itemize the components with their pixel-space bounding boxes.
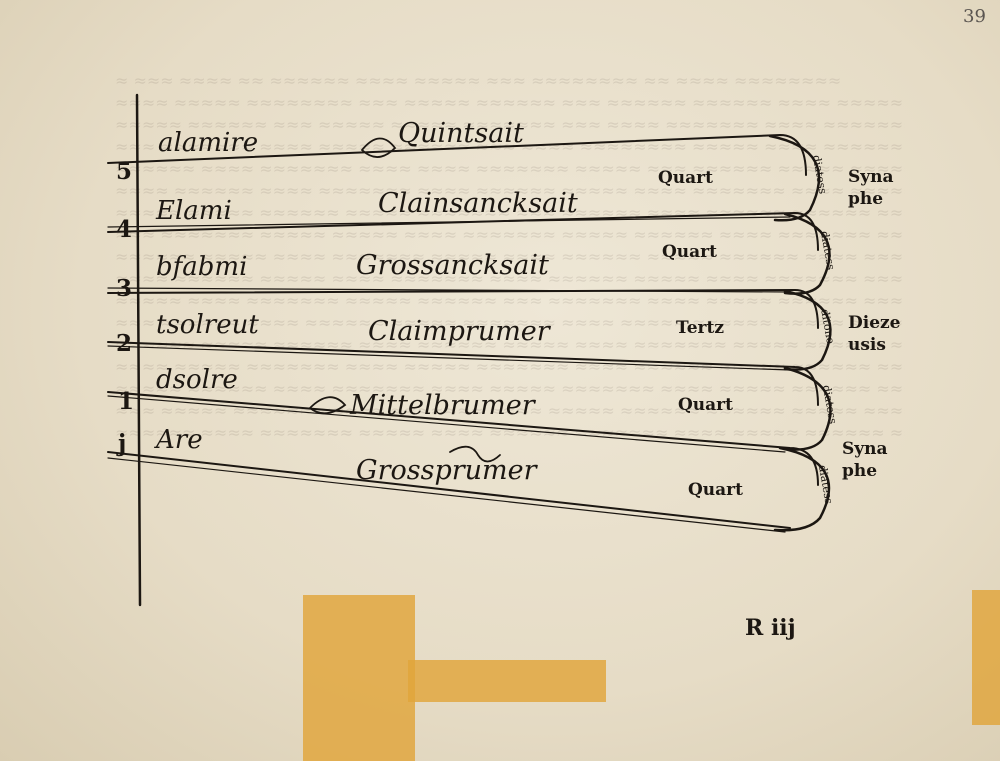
arc-1 bbox=[768, 134, 821, 222]
flourish-quint bbox=[361, 137, 397, 158]
row-numeral-4: 2 bbox=[116, 330, 133, 357]
arc-2 bbox=[783, 212, 831, 295]
note-name-3: bfabmi bbox=[156, 252, 248, 282]
tetrachord-label-2: Dieze usis bbox=[848, 312, 901, 356]
tetrachord-label-1-line1: Syna bbox=[848, 167, 894, 187]
note-name-6: Are bbox=[156, 425, 203, 455]
interval-label-2: Quart bbox=[662, 242, 717, 262]
repair-tape bbox=[408, 660, 606, 702]
tetrachord-label-1-line2: phe bbox=[848, 189, 884, 209]
row-line-2 bbox=[107, 211, 819, 251]
row-line-5 bbox=[107, 391, 819, 486]
interval-label-5: Quart bbox=[688, 480, 743, 500]
string-name-5: Mittelbrumer bbox=[350, 390, 535, 421]
interval-label-3: Tertz bbox=[676, 318, 724, 338]
note-name-5: dsolre bbox=[156, 365, 238, 395]
row-line-3 bbox=[107, 288, 819, 329]
row-numeral-3: 3 bbox=[116, 275, 133, 302]
tetrachord-label-2-line1: Dieze bbox=[848, 313, 901, 333]
folio-number: 39 bbox=[963, 6, 986, 27]
vertical-rule bbox=[135, 93, 142, 607]
note-name-4: tsolreut bbox=[156, 310, 259, 340]
string-name-6: Grossprumer bbox=[356, 455, 537, 486]
row-line-2-inner bbox=[107, 216, 791, 228]
row-line-1 bbox=[107, 133, 807, 176]
flourish-gross bbox=[449, 445, 501, 463]
interval-label-4: Quart bbox=[678, 395, 733, 415]
signature-mark: R iij bbox=[745, 615, 796, 641]
row-line-6 bbox=[107, 451, 791, 529]
row-line-4 bbox=[107, 341, 819, 406]
arc-4 bbox=[783, 366, 832, 451]
repair-tape bbox=[972, 590, 1000, 725]
tetrachord-label-3-line2: phe bbox=[842, 461, 878, 481]
tetrachord-label-3-line1: Syna bbox=[842, 439, 888, 459]
arc-5 bbox=[773, 446, 831, 532]
row-line-4-inner bbox=[107, 345, 791, 371]
string-name-3: Grossancksait bbox=[356, 250, 549, 281]
string-name-2: Clainsancksait bbox=[378, 188, 578, 219]
string-name-4: Claimprumer bbox=[368, 316, 550, 347]
repair-tape bbox=[303, 595, 415, 761]
tetrachord-label-1: Syna phe bbox=[848, 166, 894, 210]
tetrachord-label-3: Syna phe bbox=[842, 438, 888, 482]
arc-3 bbox=[783, 289, 832, 371]
row-line-5-inner bbox=[107, 395, 786, 453]
row-numeral-1: 5 bbox=[116, 158, 133, 185]
string-name-1: Quintsait bbox=[398, 118, 524, 149]
row-line-3-inner bbox=[107, 287, 791, 293]
row-line-6-inner bbox=[107, 457, 786, 533]
interval-label-1: Quart bbox=[658, 168, 713, 188]
row-numeral-2: 4 bbox=[116, 216, 133, 243]
flourish-mittel bbox=[309, 396, 347, 415]
tetrachord-label-2-line2: usis bbox=[848, 335, 886, 355]
row-numeral-5: 1 bbox=[118, 388, 135, 415]
note-name-1: alamire bbox=[158, 128, 259, 158]
row-numeral-6: j bbox=[118, 430, 127, 457]
note-name-2: Elami bbox=[156, 196, 232, 226]
